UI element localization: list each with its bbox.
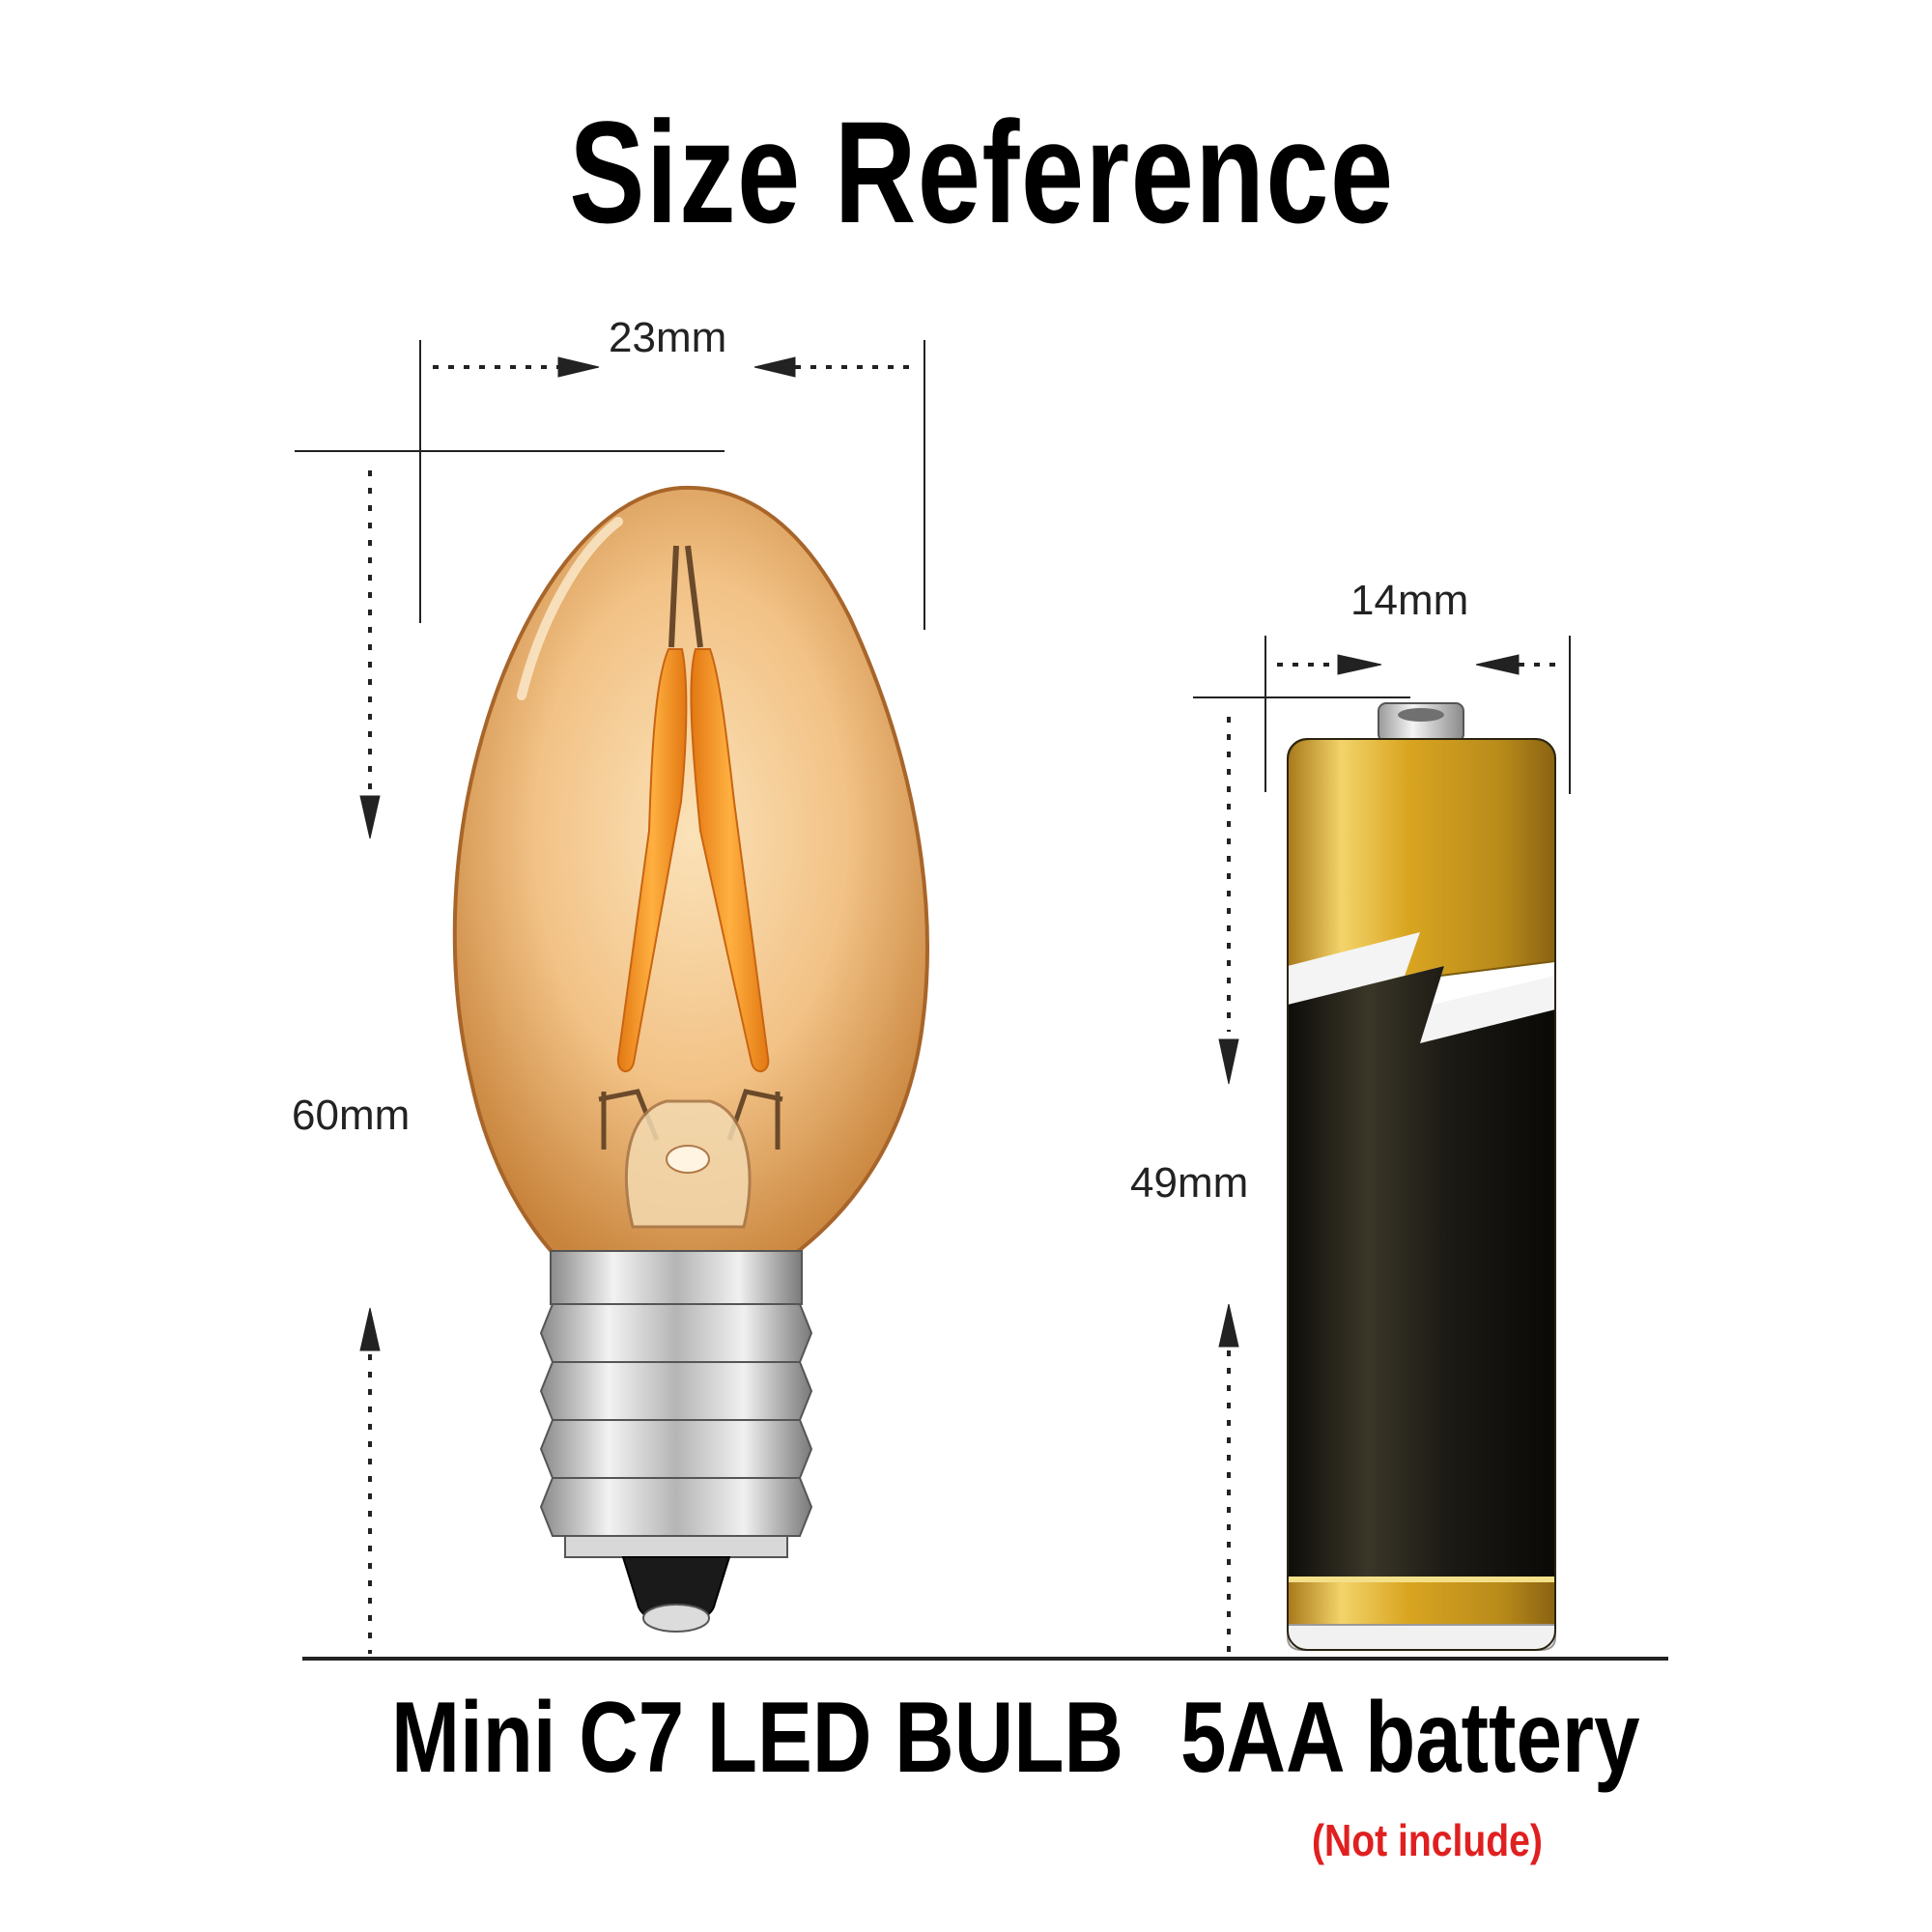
battery-not-included-note: (Not include) [1312,1815,1543,1865]
battery-caption: 5AA battery [1180,1682,1640,1794]
aa-battery-image [1287,702,1556,1651]
bulb-height-label: 60mm [292,1092,411,1139]
battery-dimension-lines [1193,636,1571,1654]
c7-bulb-image [452,485,929,1633]
filament-right [690,648,770,1072]
battery-width-label: 14mm [1350,577,1469,624]
bulb-width-label: 23mm [609,314,727,361]
battery-height-label: 49mm [1130,1159,1249,1207]
page-title: Size Reference [569,91,1395,253]
bulb-dimension-lines [295,340,925,1654]
bulb-caption: Mini C7 LED BULB [391,1682,1124,1794]
filament-left [616,648,688,1072]
